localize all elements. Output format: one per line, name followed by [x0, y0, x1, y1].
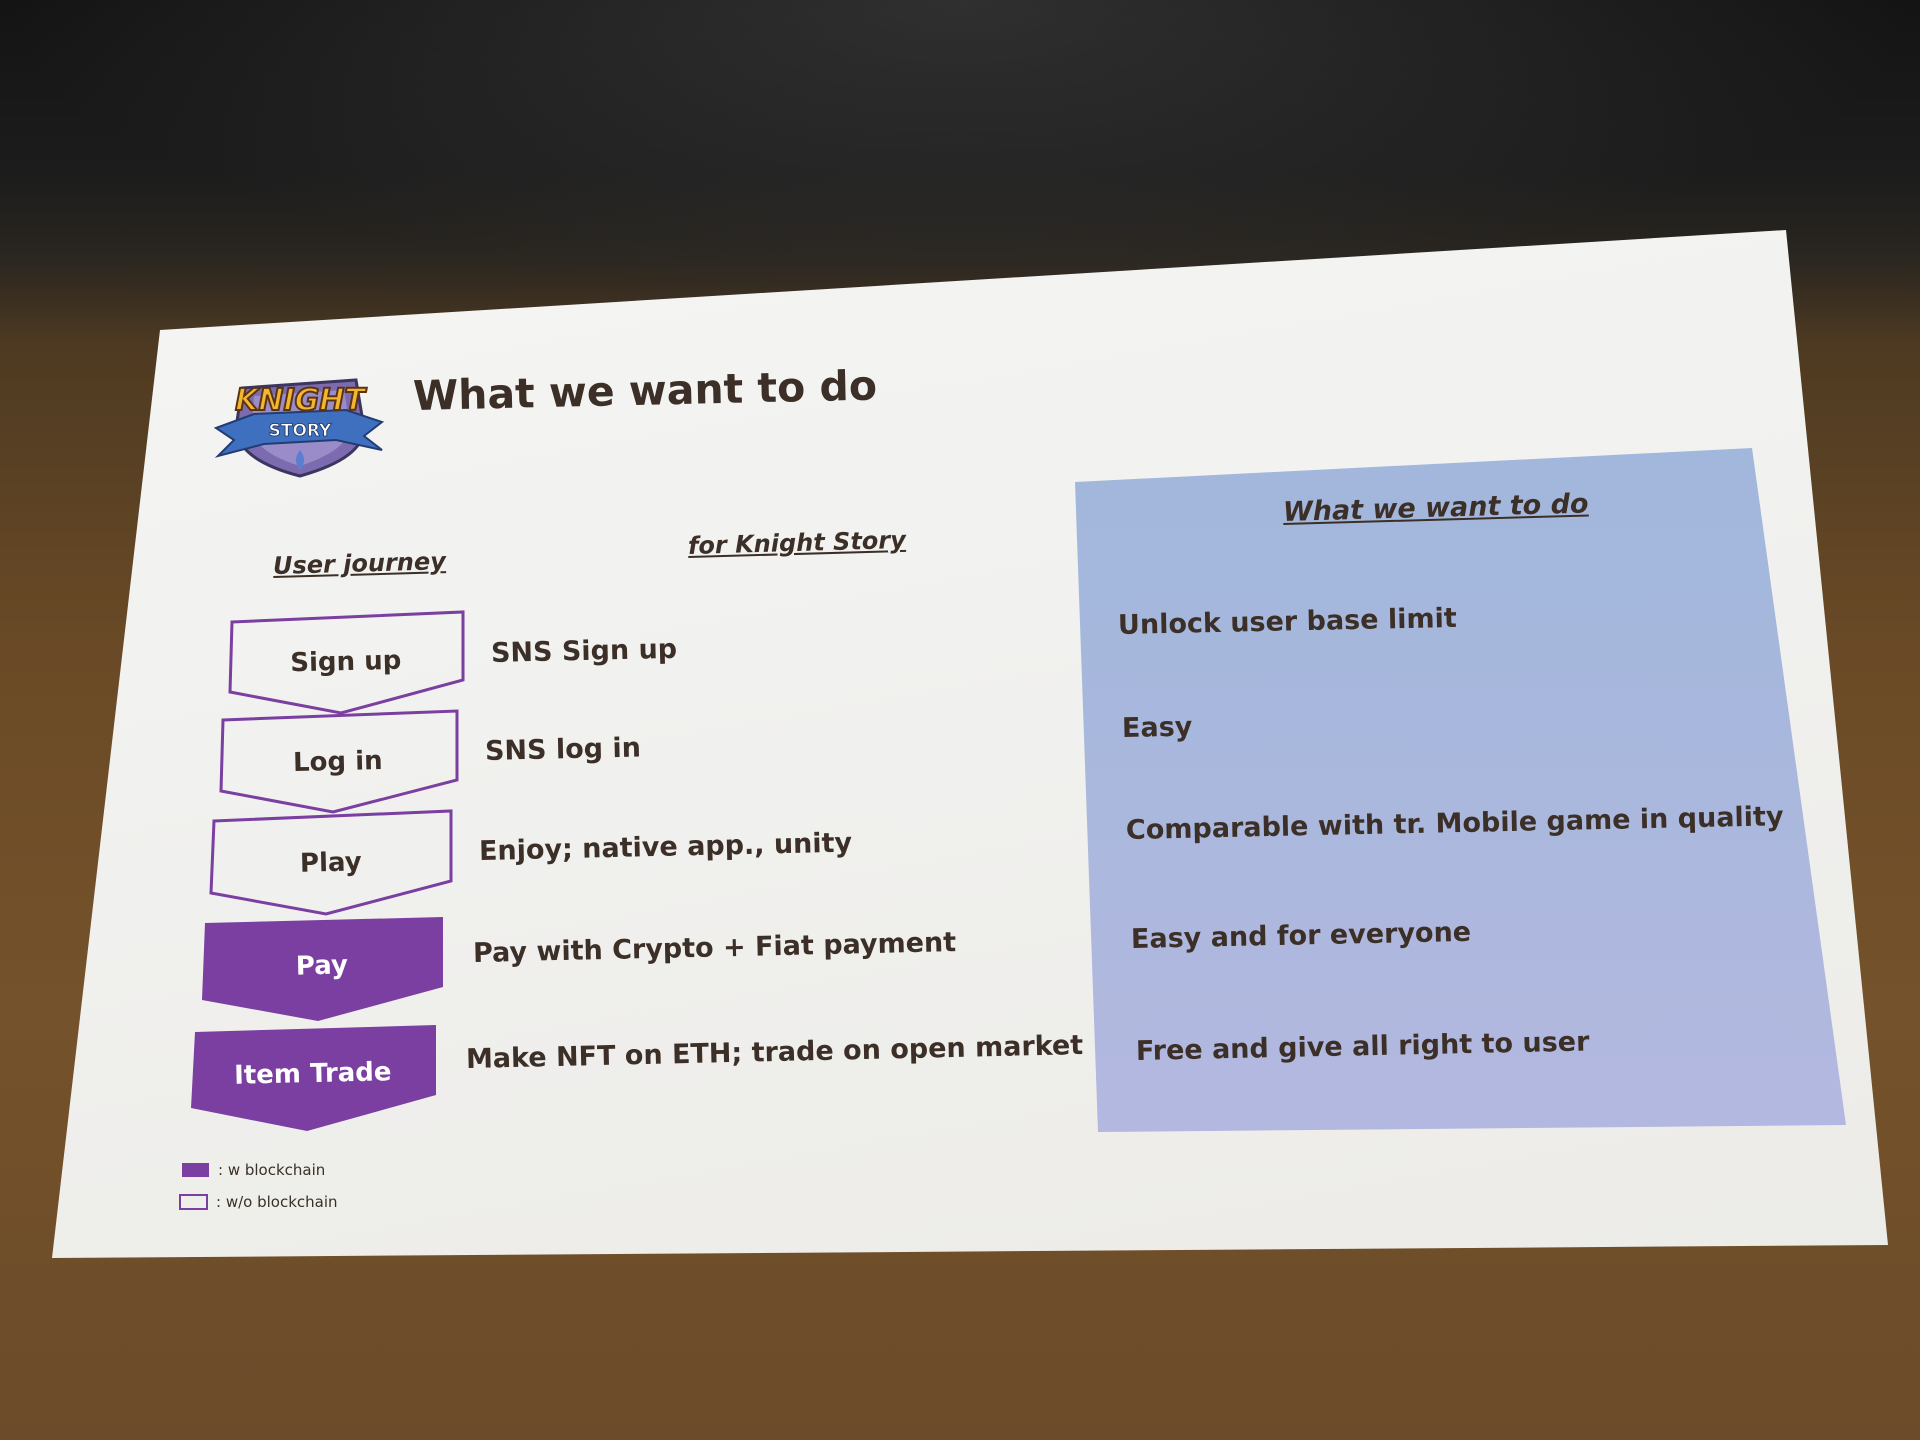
step-shape-item-trade — [191, 1025, 436, 1131]
knight-story-logo: KNIGHT STORY — [214, 378, 384, 478]
logo-text-story: STORY — [269, 421, 332, 441]
step-label-play: Play — [300, 847, 362, 878]
legend-swatch-empty — [179, 1194, 208, 1210]
step-label-item-trade: Item Trade — [234, 1057, 392, 1091]
legend-label-blockchain: : w blockchain — [218, 1161, 326, 1179]
logo-text-knight: KNIGHT — [235, 383, 367, 418]
step-shape-pay — [202, 917, 443, 1021]
step-label-pay: Pay — [295, 950, 348, 981]
step-shape-log-in — [219, 709, 459, 814]
step-description: SNS Sign up — [490, 633, 678, 669]
step-shape-play — [209, 809, 453, 916]
step-label-log-in: Log in — [293, 746, 383, 778]
step-label-sign-up: Sign up — [290, 646, 402, 679]
step-description: SNS log in — [484, 732, 642, 767]
step-shape-sign-up — [228, 610, 465, 715]
legend-swatch-filled — [182, 1163, 209, 1177]
legend-label-no-blockchain: : w/o blockchain — [216, 1193, 338, 1211]
